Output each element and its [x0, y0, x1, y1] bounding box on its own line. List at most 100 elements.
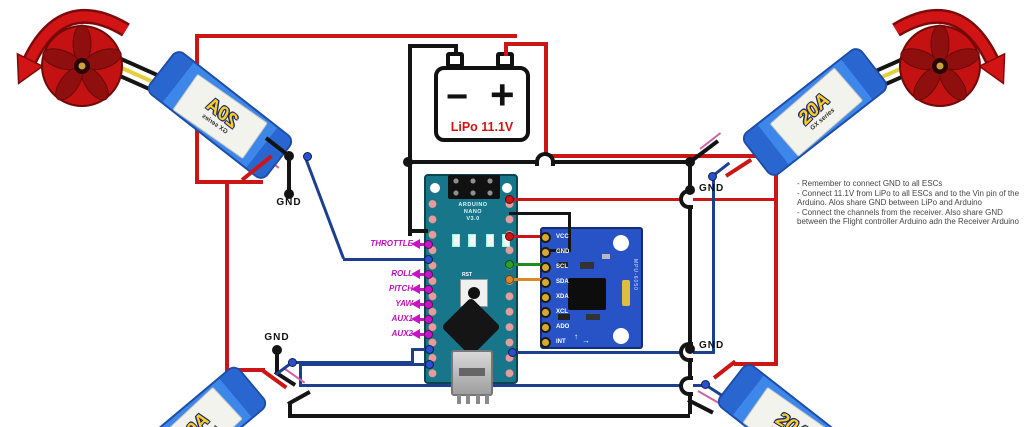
wire-segment	[225, 368, 265, 372]
channel-arrow-icon	[406, 314, 420, 324]
reset-button-cap	[468, 287, 480, 299]
axis-indicator: →	[582, 336, 590, 345]
wire-channel	[415, 303, 429, 306]
wire-scl	[509, 263, 549, 266]
connector-dot	[505, 232, 514, 241]
imu-gy521-board: MPU-6050 ↑ →	[540, 227, 643, 349]
channel-arrow-icon	[406, 284, 420, 294]
channel-label-aux1: AUX1	[391, 314, 413, 323]
channel-arrow-icon	[406, 329, 420, 339]
connector-dot	[425, 360, 434, 369]
connector-dot	[303, 152, 312, 161]
junction-dot	[284, 151, 294, 161]
note-line: - Connect the channels from the receiver…	[797, 207, 1019, 227]
smd-component	[558, 262, 568, 268]
connector-dot	[505, 275, 514, 284]
wire-esc4-signal	[299, 363, 302, 387]
mcu-chip	[441, 297, 501, 357]
channel-label-pitch: PITCH	[389, 284, 413, 293]
note-line: - Connect 11.1V from LiPo to all ESCs an…	[797, 188, 1020, 208]
smd-component	[580, 262, 594, 269]
imu-pin-label: VCC	[556, 234, 569, 240]
imu-pin-hole	[540, 277, 551, 288]
connector-dot	[508, 348, 517, 357]
axis-indicator: ↑	[574, 332, 578, 341]
imu-pin-label: SCL	[556, 264, 568, 270]
battery-label: LiPo 11.1V	[450, 120, 514, 134]
wire-esc1-signal	[343, 258, 430, 261]
junction-dot	[284, 189, 294, 199]
motor-front-left	[16, 8, 130, 107]
wire-segment	[275, 348, 279, 374]
notes-block: - Remember to connect GND to all ESCs - …	[797, 179, 1024, 227]
channel-label-aux2: AUX2	[391, 329, 413, 338]
mounting-hole	[613, 235, 629, 251]
wire-jump	[679, 376, 693, 396]
wire-segment	[734, 362, 778, 366]
wire-segment	[504, 42, 508, 56]
mounting-hole	[502, 183, 512, 193]
wire-segment	[544, 42, 548, 158]
wire-segment	[288, 402, 292, 418]
capacitor	[622, 280, 630, 306]
wire-segment	[504, 42, 548, 46]
wire-segment	[712, 359, 737, 380]
wire-segment	[724, 157, 753, 178]
junction-dot	[685, 344, 695, 354]
minus-symbol: −	[446, 76, 469, 118]
usb-pin	[466, 395, 470, 404]
connector-dot	[708, 172, 717, 181]
wire-channel	[415, 318, 429, 321]
wire-segment	[408, 44, 412, 236]
connector-dot	[424, 315, 433, 324]
mounting-hole	[430, 183, 440, 193]
wire-esc2-signal	[514, 351, 714, 354]
usb-pin	[457, 395, 461, 404]
channel-arrow-icon	[406, 269, 420, 279]
usb-slot	[459, 368, 485, 376]
gnd-label: GND	[264, 332, 290, 343]
wire-channel	[415, 273, 429, 276]
imu-pin-label: XDA	[556, 294, 569, 300]
junction-dot	[685, 185, 695, 195]
wire-jump	[535, 152, 555, 166]
wire-segment	[544, 154, 778, 158]
smd-component	[602, 254, 610, 259]
channel-label-roll: ROLL	[391, 269, 413, 278]
junction-dot	[272, 345, 282, 355]
imu-pin-hole	[540, 247, 551, 258]
imu-side-label: MPU-6050	[632, 259, 638, 291]
wire-5v-vcc	[509, 235, 549, 238]
wire-esc3-signal	[292, 361, 414, 364]
channel-label-throttle: THROTTLE	[370, 239, 413, 248]
junction-dot	[403, 157, 413, 167]
wire-esc3-signal	[411, 348, 431, 351]
connector-dot	[424, 300, 433, 309]
usb-connector	[451, 350, 493, 396]
imu-pin-hole	[540, 307, 551, 318]
rotation-arrow-icon	[16, 8, 130, 85]
icsp-header	[448, 175, 500, 199]
connector-dot	[424, 270, 433, 279]
connector-dot	[424, 255, 433, 264]
reset-label: RST	[462, 272, 472, 278]
channel-arrow-icon	[406, 239, 420, 249]
channel-arrow-icon	[406, 299, 420, 309]
imu-pin-label: GND	[556, 249, 570, 255]
usb-pin	[476, 395, 480, 404]
connector-dot	[701, 380, 710, 389]
imu-pin-label: SDA	[556, 279, 569, 285]
wire-gnd-right-rail	[688, 160, 692, 414]
plus-symbol: +	[490, 71, 515, 118]
wire-segment	[287, 154, 291, 196]
connector-dot	[505, 195, 514, 204]
brand-line: ARDUINO	[458, 202, 488, 208]
note-line: - Remember to connect GND to all ESCs	[797, 179, 943, 188]
connector-dot	[425, 345, 434, 354]
wire-sda	[509, 278, 549, 281]
rotation-arrow-icon	[892, 8, 1006, 85]
imu-pin-hole	[540, 322, 551, 333]
junction-dot	[685, 157, 695, 167]
connector-dot	[424, 330, 433, 339]
gnd-label: GND	[699, 183, 725, 194]
